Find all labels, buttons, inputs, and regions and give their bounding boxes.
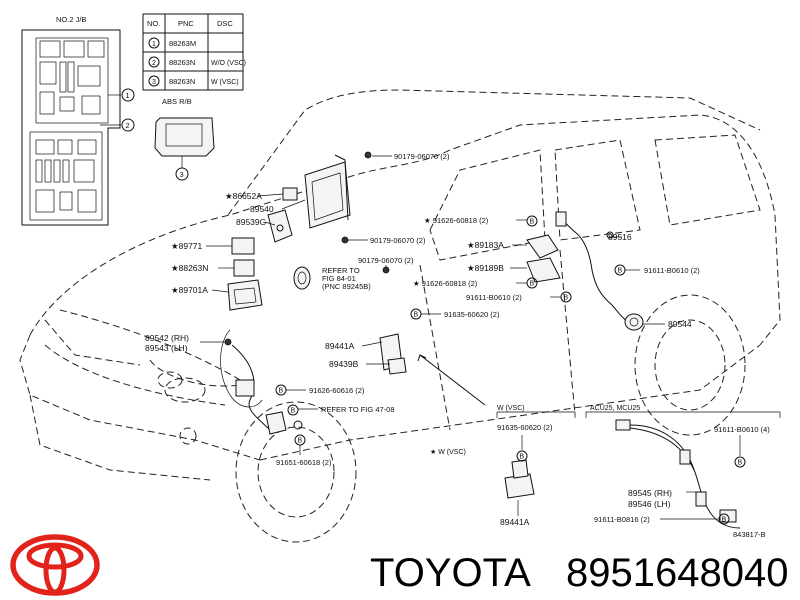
speed-sensor-front (220, 329, 407, 435)
table-row-pnc: 88263N (169, 77, 195, 86)
label-89545: 89545 (RH) (628, 488, 672, 498)
junction-block-title: NO.2 J/B (56, 15, 86, 24)
label-91611-2: 91611-B0610 (2) (644, 266, 700, 275)
svg-text:2: 2 (126, 121, 130, 130)
svg-text:B: B (298, 438, 303, 445)
label-89441a-2: 89441A (500, 517, 530, 527)
label-89183a: ★89183A (467, 240, 504, 250)
label-89542: 89542 (RH) (145, 333, 189, 343)
label-refer-1c: (PNC 89245B) (322, 282, 371, 291)
relay-group (227, 237, 263, 311)
table-header-no: NO. (147, 19, 160, 28)
label-91611-3: 91611-B0610 (4) (714, 425, 770, 434)
label-refer-1a: REFER TO (322, 266, 360, 275)
leader-lines (200, 155, 781, 520)
rear-sensor-detail (504, 419, 741, 529)
label-refer-2: REFER TO FIG 47-08 (321, 405, 395, 414)
label-91626-1: ★ 91626-60818 (2) (424, 216, 489, 225)
callout-1: 1 (121, 88, 135, 102)
label-89516: 89516 (608, 232, 632, 242)
svg-text:B: B (414, 312, 419, 319)
label-91626-3: 91626-60616 (2) (309, 386, 365, 395)
label-90179-3: 90179-06070 (2) (358, 256, 414, 265)
label-refer-1b: FIG 84-01 (322, 274, 356, 283)
label-89701a: ★89701A (171, 285, 208, 295)
label-91626-2: ★ 91626-60818 (2) (413, 279, 478, 288)
label-91635-2: 91635-60620 (2) (497, 423, 553, 432)
rear-abs-sensor (526, 211, 644, 331)
svg-text:B: B (520, 454, 525, 461)
label-89540: 89540 (250, 204, 274, 214)
table-row-dsc: W (VSC) (211, 79, 239, 86)
svg-text:B: B (530, 281, 535, 288)
figure-number: 843817-B (733, 530, 766, 539)
junction-block: NO.2 J/B (21, 15, 121, 226)
label-89439b: 89439B (329, 359, 359, 369)
callout-3: 3 (180, 170, 184, 179)
pnc-table: NO. PNC DSC 1 88263M 2 88263N W/O (VSC) … (142, 13, 246, 91)
label-89543: 89543 (LH) (145, 343, 188, 353)
table-row-pnc: 88263N (169, 58, 195, 67)
label-91635-1: 91635-60620 (2) (444, 310, 500, 319)
label-86652a: ★86652A (225, 191, 262, 201)
table-row-dsc: W/O (VSC) (211, 60, 246, 67)
table-header-pnc: PNC (178, 19, 194, 28)
svg-text:B: B (564, 295, 569, 302)
label-88263n: ★88263N (171, 263, 208, 273)
svg-text:B: B (291, 408, 296, 415)
label-w-vsc: W (VSC) (497, 405, 525, 412)
svg-text:B: B (722, 517, 727, 524)
table-row-no: 1 (152, 41, 156, 48)
label-acu: ACU25, MCU25 (590, 405, 640, 412)
ecu-bracket (267, 154, 351, 243)
part-labels: ★86652A 89540 89539G ★89771 ★88263N ★897… (145, 152, 770, 539)
label-90179-1: 90179-06070 (2) (394, 152, 450, 161)
abs-relay-block: ABS R/B 3 (154, 97, 215, 181)
vehicle-outline (19, 89, 781, 543)
label-89539g: 89539G (236, 217, 266, 227)
table-row-pnc: 88263M (169, 39, 196, 48)
svg-text:B: B (279, 388, 284, 395)
label-91611-1: 91611-B0610 (2) (466, 293, 522, 302)
label-89546: 89546 (LH) (628, 499, 671, 509)
label-89189b: ★89189B (467, 263, 504, 273)
label-89771: ★89771 (171, 241, 203, 251)
svg-text:1: 1 (126, 91, 130, 100)
sensor-ring (293, 266, 311, 290)
toyota-logo (10, 534, 100, 596)
callout-2: 2 (121, 118, 135, 132)
label-91611-4: 91611-B0816 (2) (594, 515, 650, 524)
svg-text:B: B (738, 460, 743, 467)
table-row-no: 3 (152, 79, 156, 86)
label-91651: 91651-60618 (2) (276, 458, 332, 467)
hardware-small (224, 151, 390, 346)
table-row-no: 2 (152, 60, 156, 67)
abs-relay-title: ABS R/B (162, 97, 192, 106)
label-w-vsc-note: ★ W (VSC) (430, 448, 466, 456)
brand-name: TOYOTA (370, 551, 531, 595)
label-90179-2: 90179-06070 (2) (370, 236, 426, 245)
svg-text:B: B (618, 268, 623, 275)
label-89441a-1: 89441A (325, 341, 355, 351)
part-number: 8951648040 (566, 551, 788, 595)
table-header-dsc: DSC (217, 19, 233, 28)
svg-text:B: B (530, 219, 535, 226)
label-89544: 89544 (668, 319, 692, 329)
